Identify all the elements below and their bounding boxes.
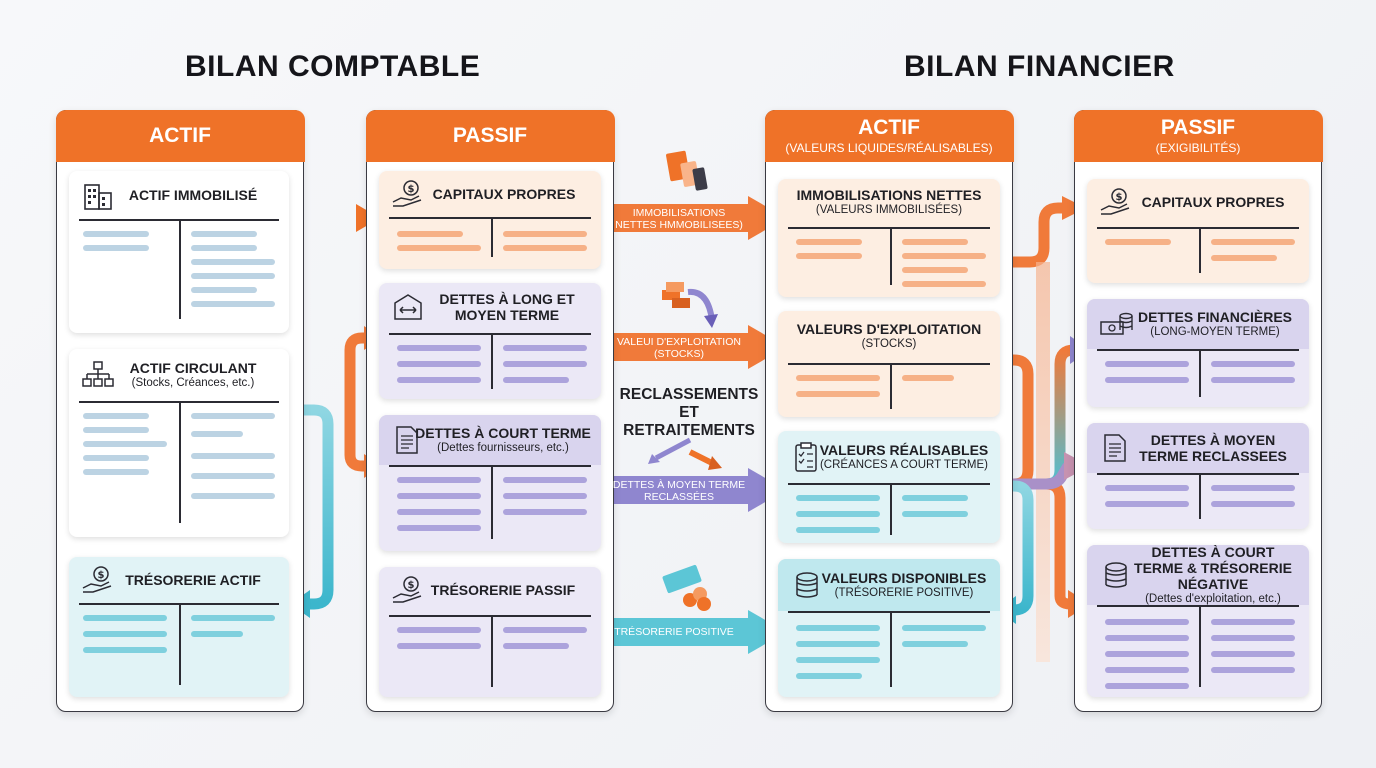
hand-coin-icon: $ [392,180,422,207]
card-dettes-court-terme-tresorerie-negative[interactable]: DETTES À COURT TERME & TRÉSORERIE NÉGATI… [1087,545,1309,697]
card-immobilisations-nettes[interactable]: IMMOBILISATIONS NETTES (VALEURS IMMOBILI… [778,179,1000,297]
financier-actif-header-sub: (VALEURS LIQUIDES/RÉALISABLES) [785,140,993,155]
card-tresorerie-actif[interactable]: $ TRÉSORERIE ACTIF [69,557,289,697]
arrow-circulant-to-dettes-long [344,332,370,448]
card-header: $ TRÉSORERIE PASSIF [379,567,601,613]
hand-coin-icon: $ [392,576,422,603]
card-subtitle: (LONG-MOYEN TERME) [1150,326,1280,338]
card-title: CAPITAUX PROPRES [1141,194,1285,210]
card-valeurs-disponibles[interactable]: VALEURS DISPONIBLES (TRÉSORERIE POSITIVE… [778,559,1000,697]
svg-text:$: $ [408,580,415,591]
card-fin-capitaux-propres[interactable]: $ CAPITAUX PROPRES [1087,179,1309,283]
card-dettes-moyen-terme-reclassees[interactable]: DETTES À MOYEN TERME RECLASSEES [1087,423,1309,529]
card-header: ACTIF CIRCULANT (Stocks, Créances, etc.) [69,349,289,401]
money-stack-icon [666,150,708,191]
card-dettes-long-moyen-terme[interactable]: DETTES À LONG ET MOYEN TERME [379,283,601,399]
comptable-passif-column: PASSIF $ CAPITAUX PROPRES DETTES À LONG … [365,109,615,712]
card-header: DETTES À COURT TERME (Dettes fournisseur… [379,415,601,465]
comptable-actif-header-label: ACTIF [149,123,211,147]
card-header: ACTIF IMMOBILISÉ [69,171,289,219]
card-title: TRÉSORERIE ACTIF [125,572,261,588]
financier-actif-header-label: ACTIF [858,115,920,139]
card-title: DETTES FINANCIÈRES [1137,309,1292,325]
financier-passif-header-label: PASSIF [1160,115,1236,139]
document-icon [396,426,418,454]
card-valeurs-exploitation[interactable]: VALEURS D'EXPLOITATION (STOCKS) [778,311,1000,417]
bilan-financier-title: BILAN FINANCIER [904,50,1175,83]
card-title: IMMOBILISATIONS NETTES [796,187,982,203]
coins-icon [796,572,818,598]
card-dettes-court-terme[interactable]: DETTES À COURT TERME (Dettes fournisseur… [379,415,601,551]
comptable-passif-header: PASSIF [365,109,615,162]
arrow-label-dettes-reclassees: DETTES À MOYEN TERME RECLASSÉES [612,479,746,503]
hand-coin-icon: $ [1100,188,1130,215]
card-header: $ CAPITAUX PROPRES [379,171,601,217]
card-title: VALEURS DISPONIBLES [821,570,987,586]
card-title: VALEURS RÉALISABLES [819,442,989,458]
card-title: ACTIF IMMOBILISÉ [128,187,258,203]
financier-actif-header: ACTIF (VALEURS LIQUIDES/RÉALISABLES) [764,109,1014,162]
financier-passif-header: PASSIF (EXIGIBILITÉS) [1073,109,1323,162]
card-subtitle: (CRÉANCES A COURT TERME) [819,459,989,471]
card-title: DETTES À COURT TERME & TRÉSORERIE NÉGATI… [1134,545,1292,592]
arrow-label-immobilisations: IMMOBILISATIONS NETTES HMMOBILISEES) [615,207,743,231]
card-header: DETTES FINANCIÈRES (LONG-MOYEN TERME) [1087,299,1309,349]
svg-text:$: $ [1116,192,1123,203]
hand-coin-icon: $ [82,566,112,593]
financier-passif-header-sub: (EXIGIBILITÉS) [1155,140,1241,155]
card-title: CAPITAUX PROPRES [432,186,576,202]
building-icon [84,184,112,210]
card-title: DETTES À COURT TERME [415,425,591,441]
card-title: TRÉSORERIE PASSIF [430,582,576,598]
card-capitaux-propres[interactable]: $ CAPITAUX PROPRES [379,171,601,269]
card-subtitle: (Dettes d'exploitation, etc.) [1145,593,1281,605]
card-title: ACTIF CIRCULANT [129,360,257,376]
arrow-label-exploitation: VALEUI D'EXPLOITATION (STOCKS) [617,336,741,360]
card-header: DETTES À COURT TERME & TRÉSORERIE NÉGATI… [1087,545,1309,605]
card-header: $ CAPITAUX PROPRES [1087,179,1309,225]
clipboard-icon [795,442,817,472]
card-subtitle: (Dettes fournisseurs, etc.) [437,442,569,454]
card-actif-immobilise[interactable]: ACTIF IMMOBILISÉ [69,171,289,333]
card-header: DETTES À MOYEN TERME RECLASSEES [1087,423,1309,473]
crossing-arrows-icon [648,437,722,470]
card-header: DETTES À LONG ET MOYEN TERME [379,283,601,331]
comptable-actif-column: ACTIF ACTIF IMMOBILISÉ [55,109,305,712]
card-header: VALEURS RÉALISABLES (CRÉANCES A COURT TE… [778,431,1000,483]
card-subtitle: (VALEURS IMMOBILISÉES) [815,204,963,216]
arrow-label-tresorerie-positive: TRÉSORERIE POSITIVE [614,626,734,638]
bilan-comptable-title: BILAN COMPTABLE [185,50,481,83]
card-header: $ TRÉSORERIE ACTIF [69,557,289,603]
card-subtitle: (Stocks, Créances, etc.) [131,377,255,389]
card-title: VALEURS D'EXPLOITATION [796,321,982,337]
svg-text:$: $ [408,184,415,195]
card-header: VALEURS DISPONIBLES (TRÉSORERIE POSITIVE… [778,559,1000,611]
card-title: DETTES À MOYEN TERME RECLASSEES [1139,432,1287,464]
document-icon [1104,434,1126,462]
building-arrows-icon [394,294,422,320]
financier-passif-column: PASSIF (EXIGIBILITÉS) $ CAPITAUX PROPRES [1073,109,1323,712]
boxes-curve-icon [662,282,718,328]
card-dettes-financieres[interactable]: DETTES FINANCIÈRES (LONG-MOYEN TERME) [1087,299,1309,407]
card-subtitle: (TRÉSORERIE POSITIVE) [834,587,974,599]
card-title: DETTES À LONG ET MOYEN TERME [439,291,575,323]
coins-icon [1105,562,1127,588]
reclassements-label: RECLASSEMENTS ET RETRAITEMENTS [619,386,759,439]
svg-text:$: $ [98,570,105,581]
card-header: VALEURS D'EXPLOITATION (STOCKS) [778,311,1000,361]
comptable-actif-header: ACTIF [55,109,305,162]
card-actif-circulant[interactable]: ACTIF CIRCULANT (Stocks, Créances, etc.) [69,349,289,537]
arrow-circulant-to-tresorerie [292,404,334,610]
comptable-passif-header-label: PASSIF [452,123,528,147]
cash-coins-deco-icon [662,564,711,611]
card-tresorerie-passif[interactable]: $ TRÉSORERIE PASSIF [379,567,601,697]
arrow-circulant-to-dettes-court [344,440,370,472]
card-header: IMMOBILISATIONS NETTES (VALEURS IMMOBILI… [778,179,1000,225]
card-subtitle: (STOCKS) [861,338,917,350]
cash-coins-icon [1100,312,1133,335]
card-valeurs-realisables[interactable]: VALEURS RÉALISABLES (CRÉANCES A COURT TE… [778,431,1000,543]
hierarchy-icon [82,361,114,387]
financier-actif-column: ACTIF (VALEURS LIQUIDES/RÉALISABLES) IMM… [764,109,1014,712]
